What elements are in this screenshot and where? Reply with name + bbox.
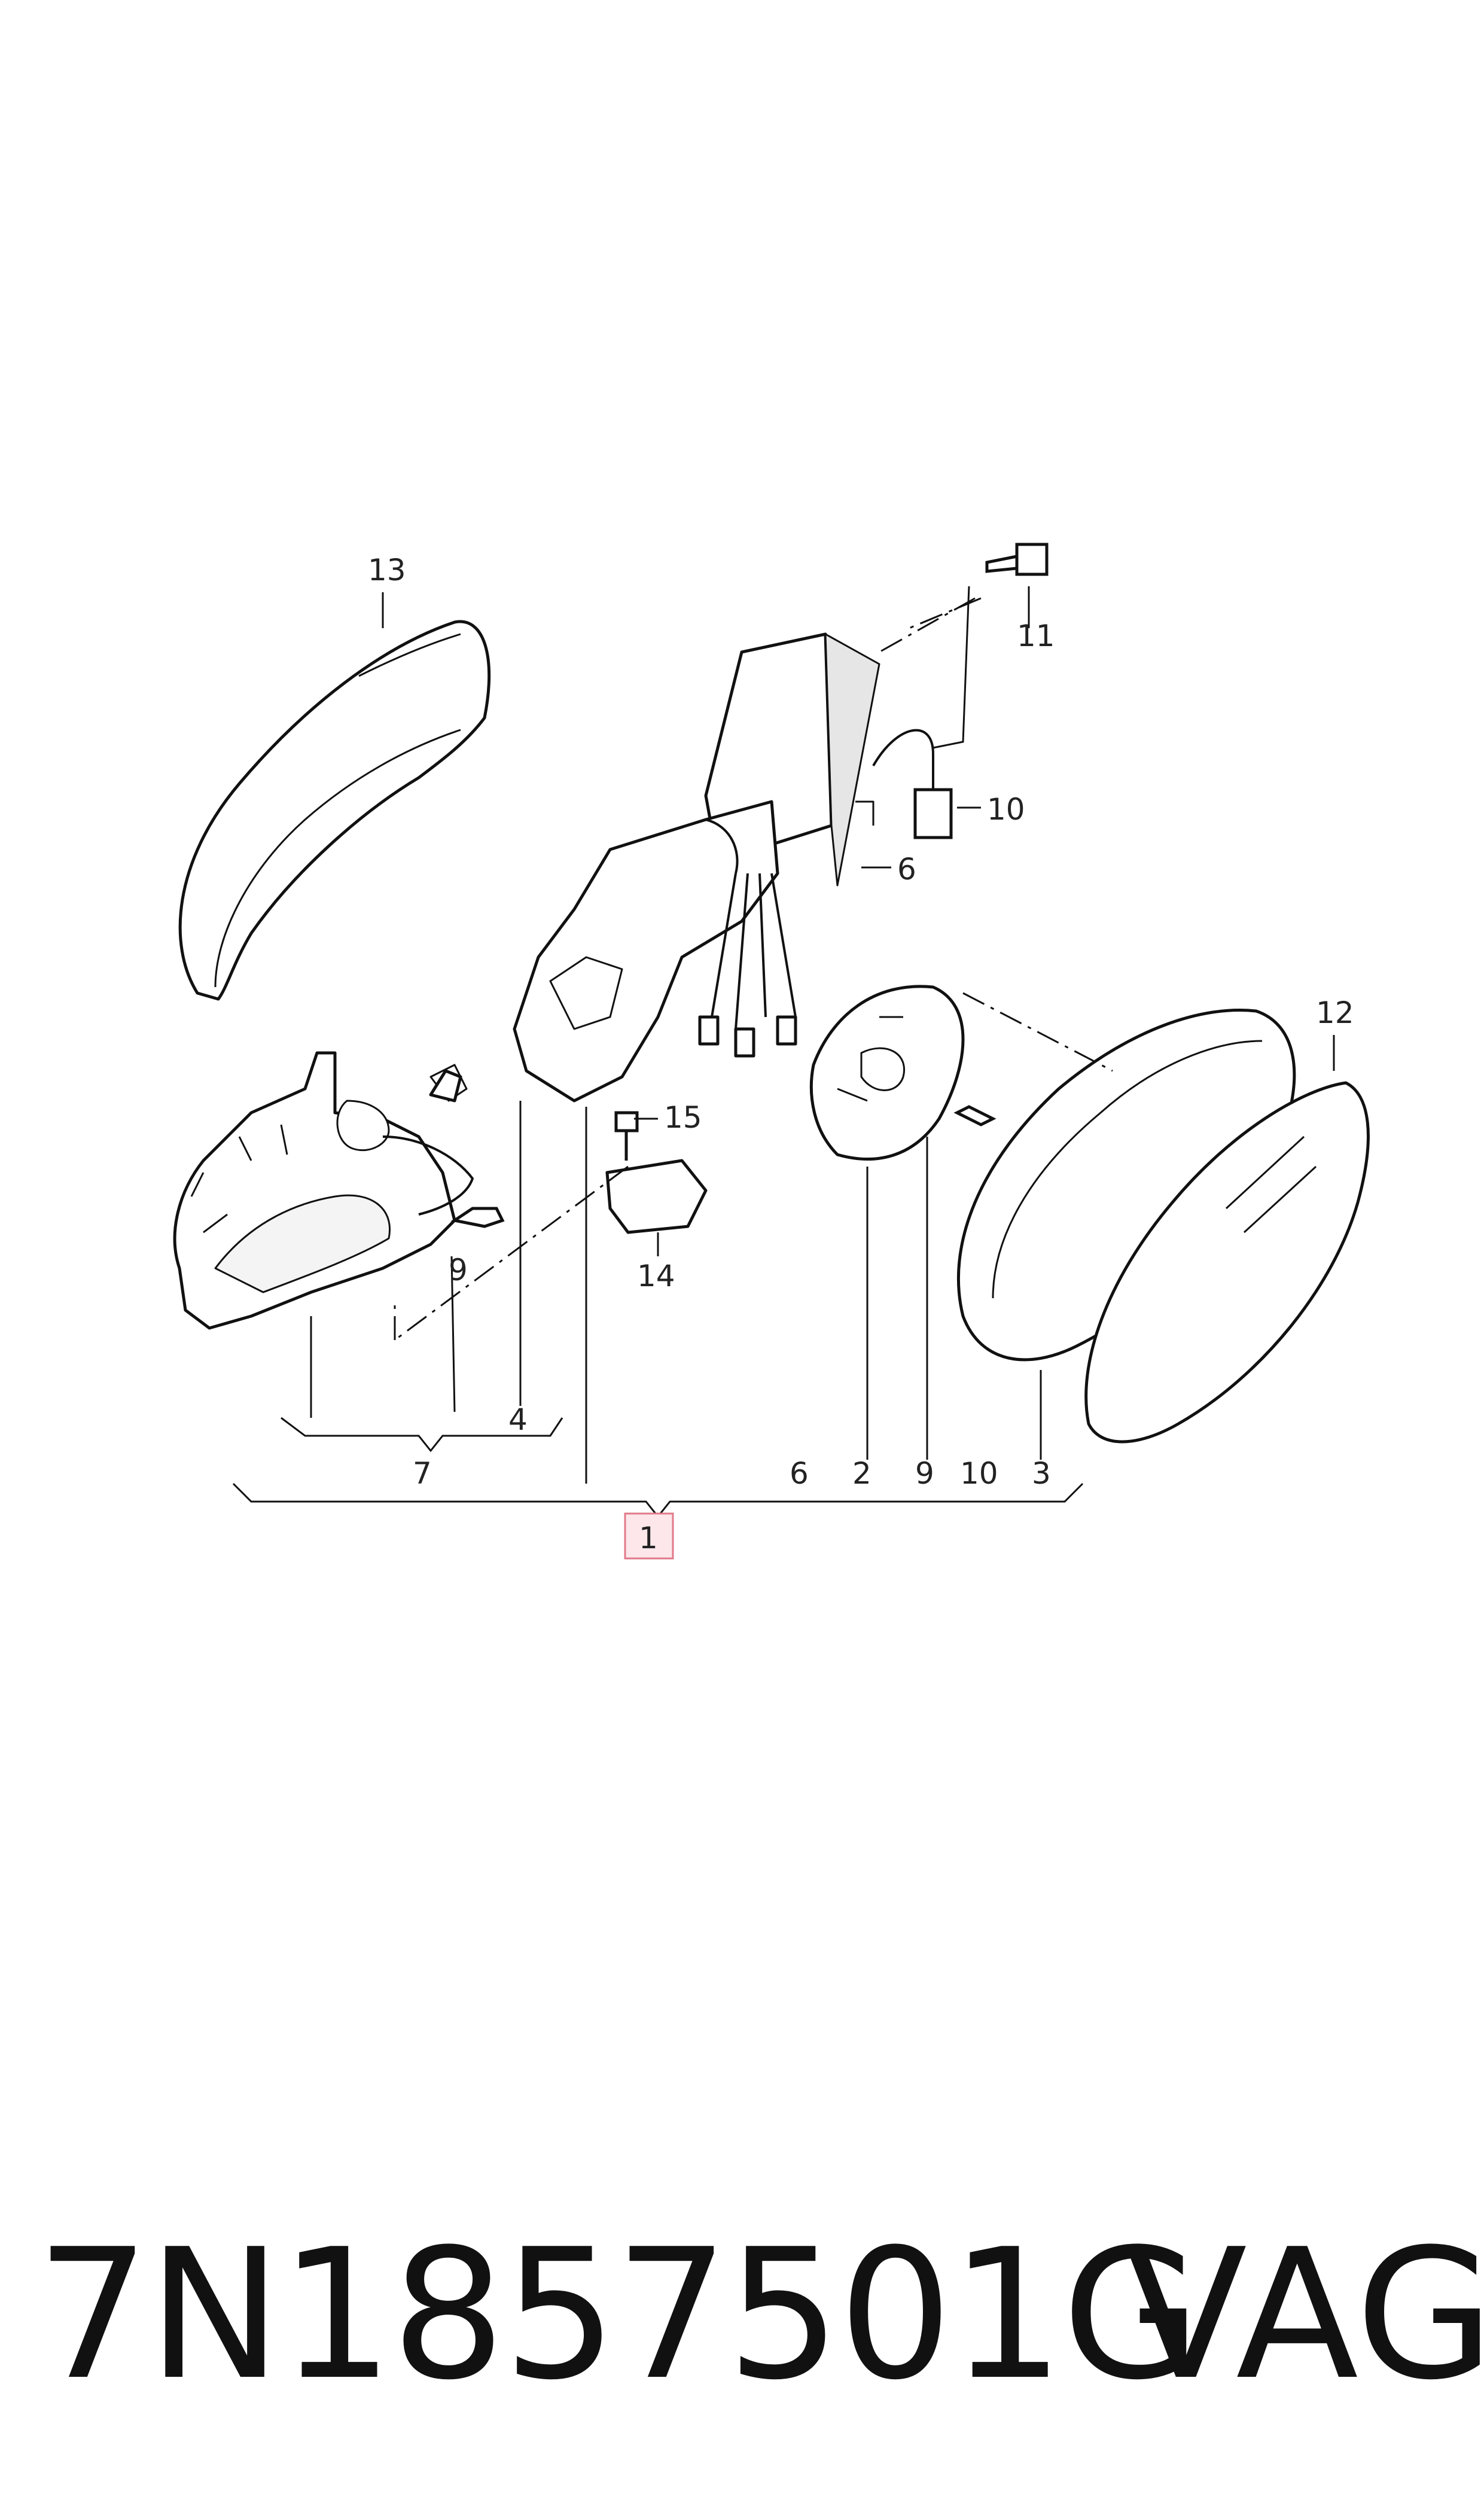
dash-dot-lines [394,597,1113,1341]
part-9-screw-left [450,1207,505,1228]
part-9-screw-right [953,1105,997,1126]
callout-7: 7 [413,1456,432,1491]
callout-9-left: 9 [449,1253,468,1287]
callout-14: 14 [637,1259,675,1293]
callout-15: 15 [664,1100,702,1135]
part-14-bracket [605,1159,708,1234]
part-10-connector [913,788,953,839]
callout-10: 10 [987,792,1025,827]
part-6-mirror-bracket [513,632,934,1103]
callout-9-bottom: 9 [915,1456,934,1491]
part-11-screw [985,543,1049,576]
part-3-mirror-housing [956,1009,1296,1362]
part-number: 7N1857501G [36,2211,1201,2419]
callout-6-bottom: 6 [790,1456,809,1491]
callout-13: 13 [368,553,406,587]
callout-11: 11 [1017,619,1055,653]
callout-2: 2 [852,1456,871,1491]
part-2-adjustment-motor [809,985,965,1161]
callout-10-bottom: 10 [960,1456,998,1491]
callout-4: 4 [508,1402,528,1437]
part-13-mirror-cap [178,620,491,1001]
callout-3: 3 [1032,1456,1051,1491]
part-15-screw [614,1111,639,1161]
callout-1: 1 [639,1521,658,1555]
brand-label: VAG [1125,2211,1484,2419]
callout-1-box [624,1512,674,1560]
part-4-indicator-lamp [429,1069,462,1103]
part-7-housing-lower [173,1051,474,1330]
callout-6: 6 [897,852,916,887]
part-12-mirror-glass [1084,1081,1370,1444]
callout-12: 12 [1316,995,1354,1030]
